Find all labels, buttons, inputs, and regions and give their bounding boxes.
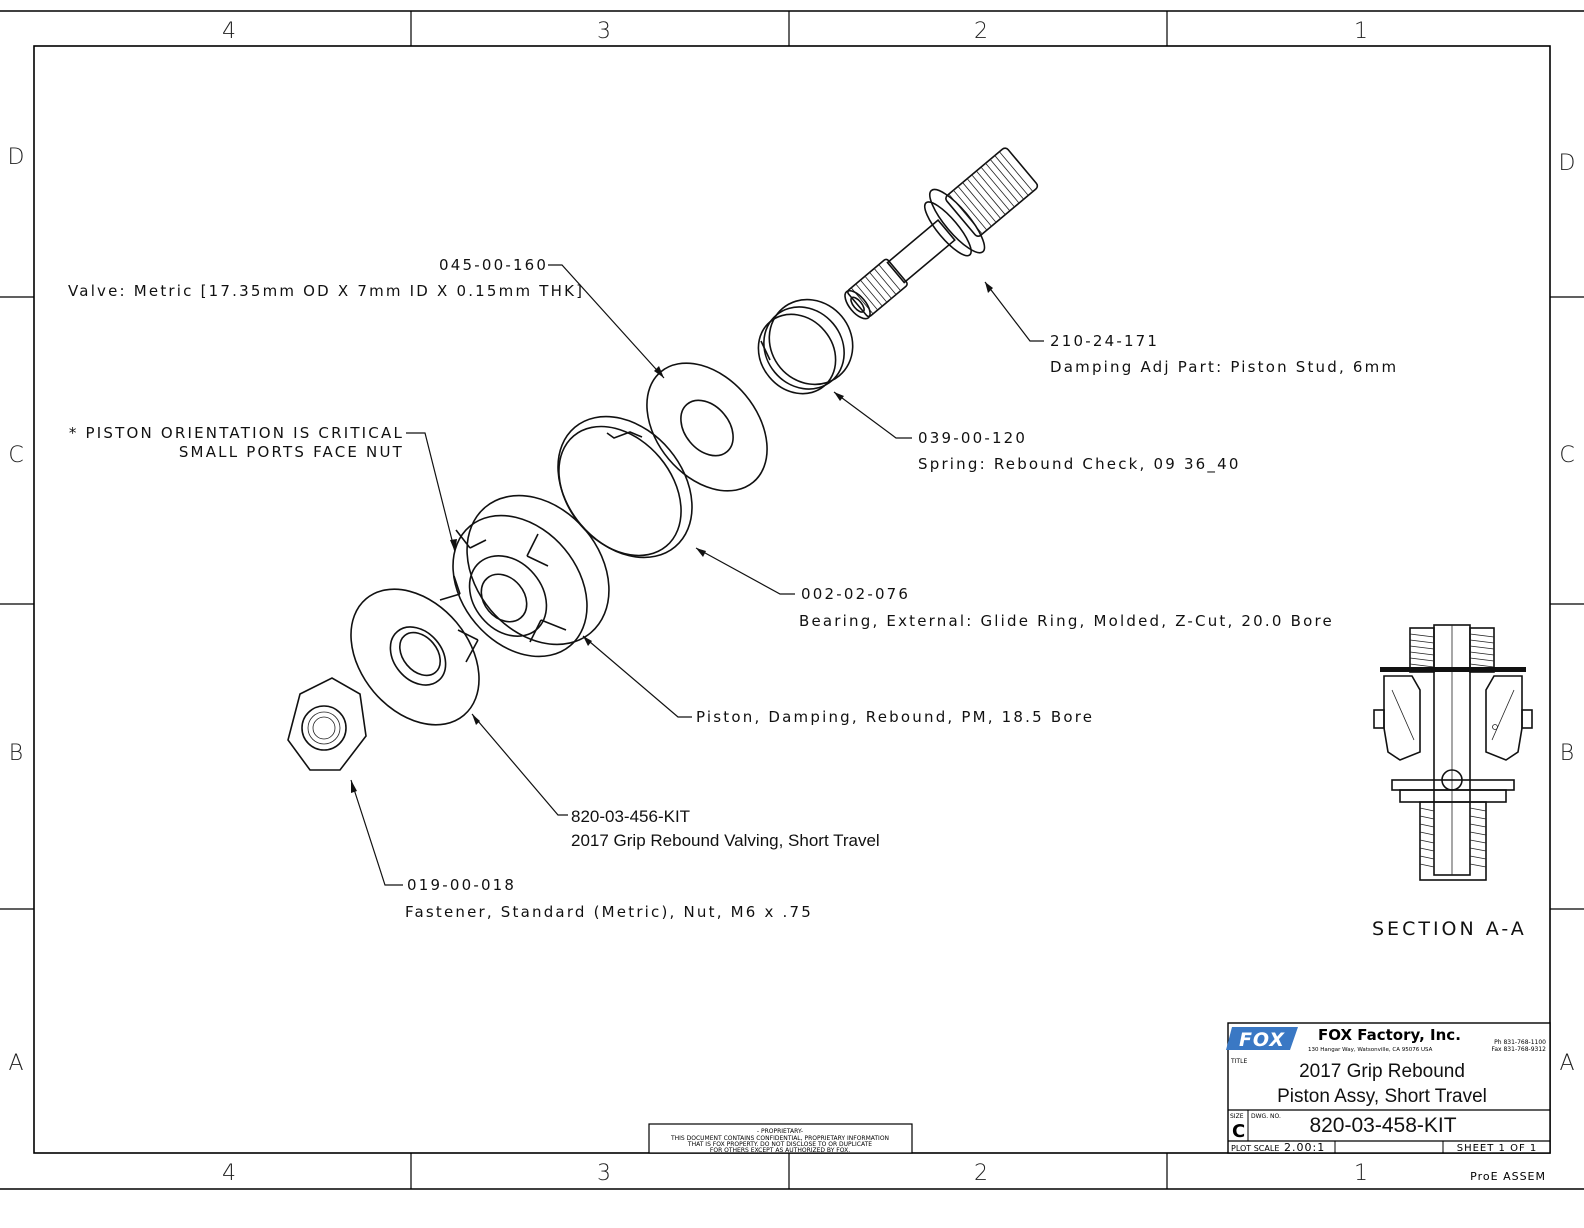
nut-part-number: 019-00-018 [407,876,516,894]
piston-stud-part [844,147,1039,320]
kit-description: 2017 Grip Rebound Valving, Short Travel [571,831,880,850]
nut-description: Fastener, Standard (Metric), Nut, M6 x .… [405,903,813,921]
row-label-a-left: A [8,1051,23,1076]
company-fax: Fax 831-768-9312 [1491,1046,1546,1053]
sheet-number: SHEET 1 OF 1 [1457,1143,1538,1154]
row-label-d-left: D [8,145,25,170]
size-value: C [1232,1121,1245,1142]
orientation-note-line2: SMALL PORTS FACE NUT [179,443,404,461]
row-label-b-left: B [9,741,23,766]
valve-description: Valve: Metric [17.35mm OD X 7mm ID X 0.1… [68,282,584,300]
rebound-check-spring-part [757,298,854,395]
col-label-2-top: 2 [974,19,988,44]
leader-lines [350,264,1044,886]
kit-part-number: 820-03-456-KIT [571,807,690,826]
stud-part-number: 210-24-171 [1050,332,1159,350]
glide-ring-bearing-part [557,415,693,559]
orientation-note-line1: * PISTON ORIENTATION IS CRITICAL [69,424,404,442]
stud-description: Damping Adj Part: Piston Stud, 6mm [1050,358,1398,376]
company-address: 130 Hangar Way, Watsonville, CA 95076 US… [1308,1047,1433,1053]
row-label-b-right: B [1560,741,1574,766]
proprietary-line1: - PROPRIETARY- [757,1128,803,1135]
kit-washer-part [350,588,480,726]
section-a-a-view [1373,624,1533,881]
col-label-4-top: 4 [222,19,236,44]
spring-part-number: 039-00-120 [918,429,1027,447]
piston-part [439,494,610,663]
row-label-c-left: C [8,443,23,468]
proprietary-line3: THAT IS FOX PROPERTY. DO NOT DISCLOSE TO… [687,1141,872,1148]
hex-nut-part [287,677,367,771]
proprietary-line2: THIS DOCUMENT CONTAINS CONFIDENTIAL, PRO… [670,1135,889,1142]
proe-assem-label: ProE ASSEM [1470,1170,1546,1183]
col-label-4-bottom: 4 [222,1161,236,1186]
col-label-2-bottom: 2 [974,1161,988,1186]
fox-logo: FOX [1226,1027,1298,1051]
section-label: SECTION A-A [1372,918,1527,940]
drawing-title-line2: Piston Assy, Short Travel [1277,1086,1487,1107]
valve-shim-part [646,362,768,492]
col-label-3-top: 3 [597,19,611,44]
bearing-description: Bearing, External: Glide Ring, Molded, Z… [799,612,1334,630]
drawing-number: 820-03-458-KIT [1309,1114,1456,1137]
row-label-a-right: A [1559,1051,1574,1076]
plot-scale-value: 2.00:1 [1284,1141,1325,1154]
proprietary-notice: - PROPRIETARY- THIS DOCUMENT CONTAINS CO… [648,1123,913,1154]
fox-logo-text: FOX [1239,1029,1285,1051]
dwg-no-label: DWG. NO. [1251,1113,1281,1120]
valve-part-number: 045-00-160 [439,256,548,274]
row-label-d-right: D [1559,151,1576,176]
company-phone: Ph 831-768-1100 [1494,1039,1546,1046]
col-label-1-bottom: 1 [1354,1161,1368,1186]
proprietary-line4: FOR OTHERS EXCEPT AS AUTHORIZED BY FOX. [710,1147,850,1154]
col-label-1-top: 1 [1354,19,1368,44]
title-label: TITLE [1230,1058,1247,1065]
drawing-frame [0,10,1584,1190]
bearing-part-number: 002-02-076 [801,585,910,603]
company-name: FOX Factory, Inc. [1318,1026,1461,1044]
spring-description: Spring: Rebound Check, 09 36_40 [918,455,1241,474]
col-label-3-bottom: 3 [597,1161,611,1186]
size-label: SIZE [1230,1113,1244,1120]
title-block: FOX FOX Factory, Inc. 130 Hangar Way, Wa… [1226,1022,1551,1154]
row-label-c-right: C [1559,443,1574,468]
drawing-title-line1: 2017 Grip Rebound [1299,1061,1465,1082]
plot-scale-label: PLOT SCALE [1231,1144,1279,1153]
piston-description: Piston, Damping, Rebound, PM, 18.5 Bore [696,708,1094,726]
